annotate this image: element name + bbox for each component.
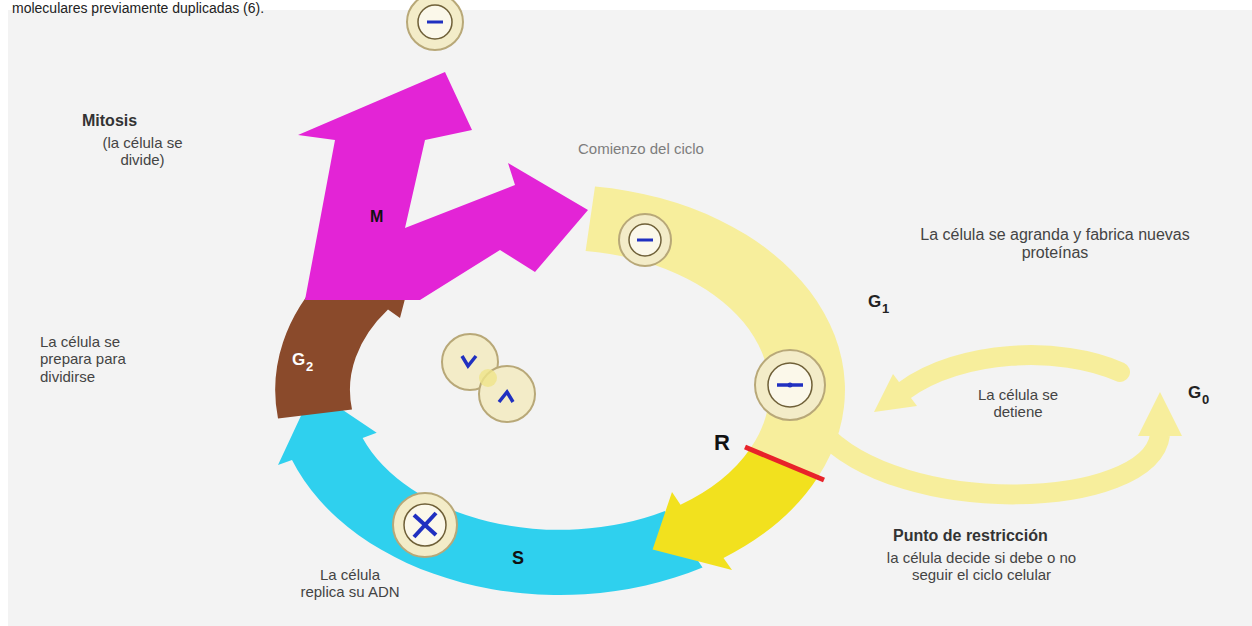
cropped-text: moleculares previamente duplicadas (6). [12,0,264,16]
phase-letter: G [1188,383,1201,403]
g0-loop-upper [905,355,1120,390]
checkpoint-title: Punto de restricción [893,527,1048,545]
g1-phase-band [586,187,845,478]
phase-note: La célula se agranda y fabrica nuevas pr… [905,226,1205,263]
phase-subscript: 0 [1202,393,1209,408]
s-phase-arrow [278,390,703,595]
phase-letter: S [512,548,524,569]
phase-note: Comienzo del ciclo [578,140,704,157]
background-panel [8,10,1252,626]
cells-dividing [442,334,535,422]
phase-title: Mitosis [82,112,137,130]
phase-note: La célula se detiene [962,386,1074,421]
phase-letter: G [292,350,305,370]
phase-note: La célula replica su ADN [300,566,400,601]
restriction-point-line [745,447,824,480]
phase-letter: G [868,292,881,312]
phase-letter: M [370,208,383,226]
phase-subscript: 1 [882,302,889,317]
phase-note: (la célula se divide) [80,134,205,169]
checkpoint-letter: R [714,430,730,455]
mitosis-arrow [298,72,588,300]
cell-g1-grown [755,350,825,420]
cell-top [407,0,463,50]
checkpoint-note: la célula decide si debe o no seguir el … [884,549,1079,584]
g0-loop-lower [820,430,1160,494]
phase-note: La célula se prepara para dividirse [40,333,165,385]
cell-g1-start [619,214,671,266]
g0-arrowhead [874,374,917,412]
g0-arrowhead [1138,392,1182,436]
phase-subscript: 2 [306,360,313,375]
cell-s-phase [393,493,457,557]
